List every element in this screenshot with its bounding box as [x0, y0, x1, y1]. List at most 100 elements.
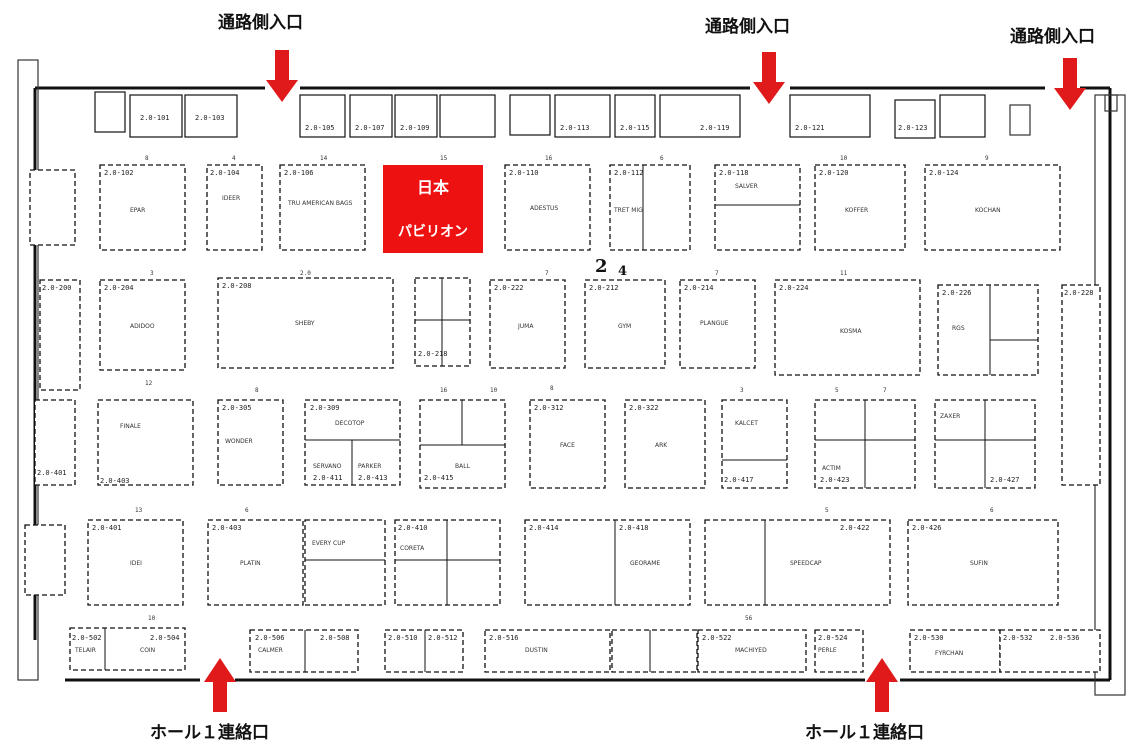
- booth-id: 2.0-226: [942, 289, 972, 297]
- booth-id: 2.0-214: [684, 284, 714, 292]
- svg-text:16: 16: [440, 387, 448, 394]
- booth-name: JUMA: [517, 323, 534, 330]
- entrance-label: 通路側入口: [1010, 27, 1095, 47]
- booth-name: KOFFER: [845, 207, 868, 214]
- booth-id: 2.0-208: [222, 282, 252, 290]
- booth-id: 2.0-508: [320, 634, 350, 642]
- booth-id: 2.0-228: [1064, 289, 1094, 297]
- booth-id: 2.0-123: [898, 124, 928, 132]
- booth-id: 2.0-524: [818, 634, 848, 642]
- booth-id: 2.0-423: [820, 476, 850, 484]
- booth-id: 2.0-224: [779, 284, 809, 292]
- booth-id: 2.0-417: [724, 476, 754, 484]
- bottom-wall-booths: [69, 627, 1101, 673]
- booth-name: CALMER: [258, 647, 283, 654]
- booth-row-1: [29, 164, 1061, 251]
- svg-text:10: 10: [148, 615, 156, 622]
- svg-text:10: 10: [490, 387, 498, 394]
- booth-id: 2.0-532: [1003, 634, 1033, 642]
- booth-name: GYM: [618, 323, 631, 330]
- booth-name: GEORAME: [630, 560, 660, 567]
- svg-text:2.0: 2.0: [300, 270, 311, 277]
- booth-name: EVERY CUP: [312, 540, 346, 547]
- booth-name: COIN: [140, 647, 155, 654]
- entrance-label: 通路側入口: [705, 17, 790, 37]
- booth-name: TELAIR: [74, 647, 96, 654]
- booth-id: 2.0-504: [150, 634, 180, 642]
- booth-id: 2.0-427: [990, 476, 1020, 484]
- svg-text:10: 10: [840, 155, 848, 162]
- svg-text:3: 3: [150, 270, 154, 277]
- booth-name: FACE: [560, 442, 575, 449]
- svg-text:5: 5: [835, 387, 839, 394]
- booth-id: 2.0-110: [509, 169, 539, 177]
- svg-text:7: 7: [545, 270, 549, 277]
- booth-labels: 2.0-101 2.0-103 2.0-105 2.0-107 2.0-109 …: [37, 114, 1094, 657]
- booth-name: PLANGUE: [700, 320, 729, 327]
- booth-id: 2.0-222: [494, 284, 524, 292]
- booth-name: PLATIN: [240, 560, 261, 567]
- svg-text:9: 9: [985, 155, 989, 162]
- booth-id: 2.0-418: [619, 524, 649, 532]
- booth-id: 2.0-124: [929, 169, 959, 177]
- booth-id: 2.0-204: [104, 284, 134, 292]
- booth-name: DUSTIN: [525, 647, 548, 654]
- down-arrow-icon: [753, 52, 785, 104]
- booth-id: 2.0-200: [42, 284, 72, 292]
- top-wall-booths: [94, 91, 986, 139]
- svg-text:7: 7: [883, 387, 887, 394]
- booth-id: 2.0-516: [489, 634, 519, 642]
- booth-name: FINALE: [120, 423, 141, 430]
- booth-name: DECOTOP: [335, 420, 365, 427]
- booth-id: 2.0-120: [819, 169, 849, 177]
- down-arrow-icon: [266, 50, 298, 102]
- up-arrow-icon: [866, 658, 898, 712]
- entrance-label: 通路側入口: [218, 13, 303, 33]
- booth-id: 2.0-411: [313, 474, 343, 482]
- booth-id: 2.0-218: [418, 350, 448, 358]
- booth-id: 2.0-506: [255, 634, 285, 642]
- svg-text:3: 3: [740, 387, 744, 394]
- booth-name: BALL: [455, 463, 471, 470]
- booth-name: MACHIYED: [735, 647, 767, 654]
- booth-id: 2.0-106: [284, 169, 314, 177]
- up-arrow-icon: [204, 658, 236, 712]
- svg-text:13: 13: [135, 507, 143, 514]
- booth-name: ZAXER: [940, 413, 960, 420]
- booth-name: PERLE: [818, 647, 837, 654]
- booth-id: 2.0-309: [310, 404, 340, 412]
- aisle-markers: 8 4 14 15 16 6 10 9 3 2.0 7 7 11 12 8 16…: [135, 155, 994, 622]
- booth-id: 2.0-403: [100, 477, 130, 485]
- svg-text:12: 12: [145, 380, 153, 387]
- booth-id: 2.0-414: [529, 524, 559, 532]
- booth-id: 2.0-119: [700, 124, 730, 132]
- booth-id: 2.0-312: [534, 404, 564, 412]
- svg-text:4: 4: [232, 155, 236, 162]
- svg-text:6: 6: [990, 507, 994, 514]
- booth-name: ACTIM: [822, 465, 841, 472]
- booth-name: SALVER: [735, 183, 758, 190]
- booth-name: EPAR: [130, 207, 145, 214]
- booth-name: ADIDOO: [130, 323, 155, 330]
- booth-id: 2.0-530: [914, 634, 944, 642]
- booth-name: KOCHAN: [975, 207, 1001, 214]
- booth-name: TRET MIG: [613, 207, 643, 214]
- booth-id: 2.0-102: [104, 169, 134, 177]
- japan-pavilion-block[interactable]: [383, 165, 483, 253]
- booth-id: 2.0-109: [400, 124, 430, 132]
- booth-id: 2.0-104: [210, 169, 240, 177]
- booth-id: 2.0-426: [912, 524, 942, 532]
- booth-name: WONDER: [225, 438, 253, 445]
- booth-name: FYRCHAN: [935, 650, 963, 657]
- booth-id: 2.0-212: [589, 284, 619, 292]
- booth-dividers: [104, 165, 1038, 672]
- svg-text:8: 8: [255, 387, 259, 394]
- svg-text:8: 8: [145, 155, 149, 162]
- booth-row-2: [39, 277, 1101, 486]
- booth-id: 2.0-422: [840, 524, 870, 532]
- booth-id: 2.0-101: [140, 114, 170, 122]
- booth-id: 2.0-112: [614, 169, 644, 177]
- booth-id: 2.0-121: [795, 124, 825, 132]
- down-arrow-icon: [1054, 58, 1086, 110]
- booth-id: 2.0-415: [424, 474, 454, 482]
